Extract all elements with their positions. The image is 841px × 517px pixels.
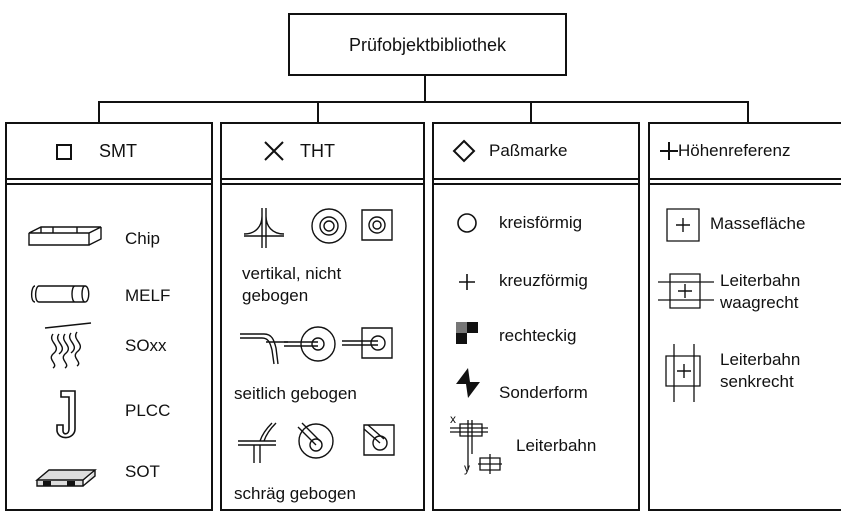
- plcc-component-icon: [51, 389, 81, 441]
- branch-tht: [317, 101, 319, 123]
- boxed-plus-icon: [666, 208, 700, 242]
- column-tht: THT vertikal, nicht gebogen seitlich geb…: [220, 122, 425, 511]
- tree-bus: [98, 101, 749, 103]
- horizontal-trace-icon: [656, 270, 716, 312]
- circle-icon: [456, 212, 478, 234]
- tht-item-label: schräg gebogen: [234, 484, 356, 503]
- hoehen-item-label-line2: senkrecht: [720, 372, 794, 391]
- plus-icon: [660, 142, 678, 160]
- column-title: THT: [300, 141, 335, 161]
- melf-component-icon: [29, 284, 97, 304]
- column-header: Höhenreferenz: [650, 124, 841, 180]
- column-header: SMT: [7, 124, 211, 180]
- oblique-bent-lead-icons: [236, 421, 404, 469]
- header-divider: [650, 183, 841, 185]
- sot-component-icon: [33, 466, 99, 488]
- trace-xy-icon: [448, 414, 508, 474]
- passmarke-item-label: kreisförmig: [499, 213, 583, 232]
- axis-y-label: y: [464, 461, 470, 475]
- hoehen-item-label: Leiterbahn: [720, 271, 801, 290]
- passmarke-item-label: kreuzförmig: [499, 271, 588, 290]
- diamond-outline-icon: [453, 140, 475, 162]
- root-stem: [424, 75, 426, 102]
- plus-cross-icon: [458, 273, 476, 291]
- smt-item-label: MELF: [125, 286, 171, 305]
- column-title: Höhenreferenz: [678, 141, 791, 160]
- passmarke-item-label: rechteckig: [499, 326, 577, 345]
- column-title: SMT: [99, 141, 137, 161]
- chip-component-icon: [27, 225, 107, 247]
- tht-item-label: seitlich gebogen: [234, 384, 357, 403]
- hoehen-item-label: Leiterbahn: [720, 350, 801, 369]
- cross-x-icon: [264, 141, 284, 161]
- root-label: Prüfobjektbibliothek: [348, 35, 507, 55]
- branch-smt: [98, 101, 100, 123]
- header-divider: [7, 183, 211, 185]
- special-shape-icon: [456, 368, 480, 398]
- header-divider: [222, 183, 423, 185]
- column-passmarke: Paßmarke kreisförmig kreuzförmig rechtec…: [432, 122, 640, 511]
- tht-item-label-line2: gebogen: [242, 286, 309, 305]
- root-node: Prüfobjektbibliothek: [288, 13, 567, 76]
- smt-item-label: SOT: [125, 462, 160, 481]
- column-title: Paßmarke: [489, 141, 568, 160]
- passmarke-item-label: Sonderform: [499, 383, 588, 402]
- checker-square-icon: [456, 322, 478, 344]
- vertical-trace-icon: [662, 342, 708, 404]
- smt-item-label: PLCC: [125, 401, 171, 420]
- column-hoehenreferenz: Höhenreferenz Massefläche Leiterbahn waa…: [648, 122, 841, 511]
- tht-item-label: vertikal, nicht: [242, 264, 342, 283]
- smt-item-label: SOxx: [125, 336, 167, 355]
- square-outline-icon: [56, 144, 72, 160]
- column-smt: SMT Chip MELF SOxx PLCC SOT: [5, 122, 213, 511]
- column-header: Paßmarke: [434, 124, 638, 180]
- branch-hoehenreferenz: [747, 101, 749, 123]
- axis-x-label: x: [450, 412, 456, 426]
- column-header: THT: [222, 124, 423, 180]
- passmarke-item-label: Leiterbahn: [516, 436, 597, 455]
- hoehen-item-label-line2: waagrecht: [720, 293, 799, 312]
- vertical-lead-icons: [242, 206, 392, 250]
- hoehen-item-label: Massefläche: [710, 214, 806, 233]
- smt-item-label: Chip: [125, 229, 160, 248]
- branch-passmarke: [530, 101, 532, 123]
- header-divider: [434, 183, 638, 185]
- soxx-component-icon: [39, 322, 99, 370]
- side-bent-lead-icons: [238, 324, 404, 368]
